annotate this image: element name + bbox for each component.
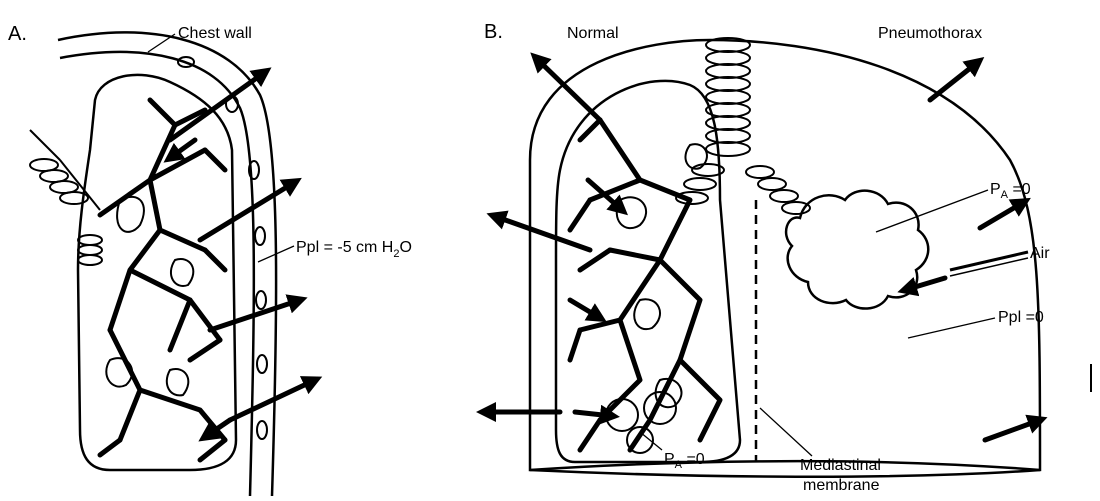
pa-bottom-label: PA =0: [664, 451, 705, 471]
arrow-a-2: [200, 182, 295, 240]
ppl-label-main: Ppl = -5 cm H: [296, 239, 393, 256]
arrow-b-top: [930, 62, 978, 100]
lung-a-outline: [78, 75, 236, 470]
arrow-b-air: [905, 278, 945, 290]
ppl-label-end: O: [399, 239, 411, 256]
ppl-zero-label: Ppl =0: [998, 309, 1044, 326]
arrow-b-bottomright: [985, 420, 1040, 440]
normal-label: Normal: [567, 25, 619, 42]
chest-wall-label: Chest wall: [178, 25, 252, 42]
panel-b: B. Normal Pneumothorax PA =0 Air Ppl =0 …: [484, 21, 1091, 494]
arrow-a-3: [210, 300, 300, 330]
panel-b-letter: B.: [484, 21, 503, 43]
ppl-zero-leader: [908, 318, 995, 338]
arrow-b-right: [980, 202, 1024, 228]
pa-bottom-val: =0: [682, 451, 705, 468]
air-label: Air: [1030, 245, 1050, 262]
ppl-label: Ppl = -5 cm H2O: [296, 239, 412, 260]
arrow-b-inner-1: [588, 180, 622, 210]
trachea-b: [676, 38, 810, 214]
pa-right-leader: [876, 190, 988, 232]
pa-right-main: P: [990, 181, 1001, 198]
mediastinal-label-line1: Mediastinal: [800, 457, 881, 474]
mediastinal-label-line2: membrane: [803, 477, 880, 494]
arrow-b-inner-2: [570, 300, 600, 318]
pa-right-val: =0: [1008, 181, 1031, 198]
lung-a-arrows: [170, 72, 315, 437]
panel-b-arrows: [484, 58, 1040, 440]
arrow-a-1: [170, 72, 265, 140]
panel-a-letter: A.: [8, 23, 27, 45]
lung-a-airway-tree: [100, 100, 225, 460]
arrow-a-4: [230, 380, 315, 420]
mediastinal-leader: [760, 408, 812, 456]
panel-a: A. Chest wall Ppl = -5 cm H2O: [8, 23, 412, 496]
pneumothorax-label: Pneumothorax: [878, 25, 982, 42]
pa-bottom-main: P: [664, 451, 675, 468]
chest-wall-inner: [60, 52, 254, 496]
chest-wall-leader: [148, 34, 175, 52]
